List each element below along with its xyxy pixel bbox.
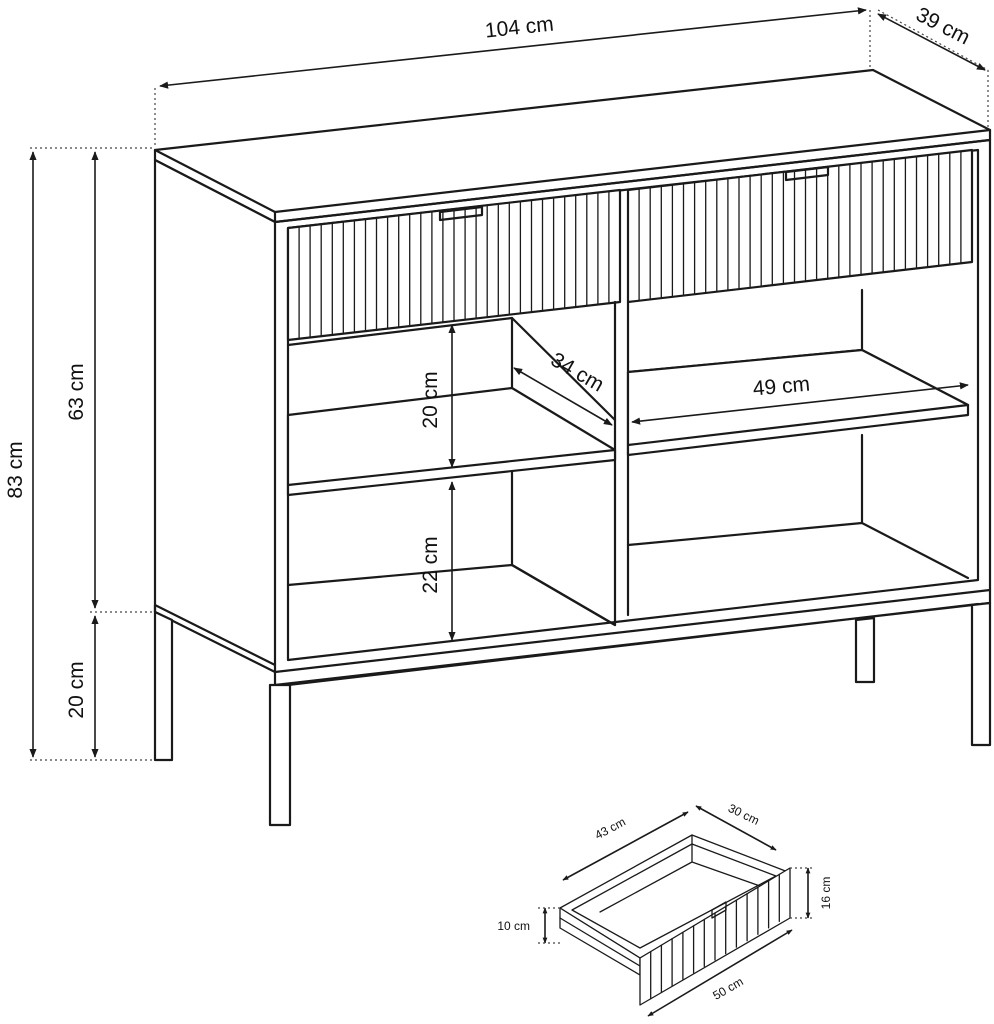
right-lower-back — [626, 433, 970, 580]
depth-label: 39 cm — [912, 3, 973, 49]
dimension-lines — [29, 7, 989, 761]
shelf-depth-dimension-line — [513, 367, 613, 426]
drawer-inner-width-label: 43 cm — [592, 815, 627, 843]
leg-frame — [153, 588, 992, 687]
shelf-width-label: 49 cm — [752, 373, 811, 401]
drawer-inner-walls — [599, 834, 761, 913]
left-bottom — [286, 563, 617, 627]
lower-compartment-label: 22 cm — [419, 536, 442, 593]
leg-front-right — [970, 601, 992, 747]
upper-compartment-label: 20 cm — [419, 371, 442, 428]
left-side-panel — [153, 158, 277, 667]
leg-front-left — [268, 683, 292, 827]
drawer-side-height-label: 10 cm — [497, 919, 530, 933]
drawer-inner-depth-dimension-line — [695, 805, 777, 851]
drawer-inner-width-dimension-line — [562, 811, 689, 881]
drawer-front-width-dimension-line — [647, 929, 793, 1017]
right-drawer-flutes — [638, 150, 962, 302]
shelf-width-dimension-line — [631, 382, 969, 425]
drawer-detail — [538, 805, 815, 1017]
sideboard — [153, 68, 992, 827]
drawer-front-handle — [711, 901, 727, 919]
leg-back-left — [153, 610, 174, 762]
right-drawer-handle — [784, 165, 830, 182]
body-height-label: 63 cm — [65, 363, 88, 420]
drawer-inner-depth-label: 30 cm — [726, 801, 762, 828]
left-drawer-flutes — [298, 190, 610, 340]
front-frame — [273, 138, 992, 674]
drawer-bottom-rail — [559, 917, 641, 967]
depth-dimension-line — [877, 13, 986, 71]
leg-height-label: 20 cm — [65, 661, 88, 718]
shelf-depth-label: 34 cm — [547, 348, 608, 397]
drawer-front-height-label: 16 cm — [819, 877, 833, 910]
drawer-front-width-label: 50 cm — [710, 974, 745, 1002]
left-drawer-handle — [438, 205, 484, 222]
width-dimension-line — [159, 7, 867, 89]
right-drawer-front — [626, 148, 974, 304]
total-height-label: 83 cm — [4, 441, 27, 498]
leg-back-right — [854, 616, 876, 684]
width-label: 104 cm — [484, 12, 555, 42]
